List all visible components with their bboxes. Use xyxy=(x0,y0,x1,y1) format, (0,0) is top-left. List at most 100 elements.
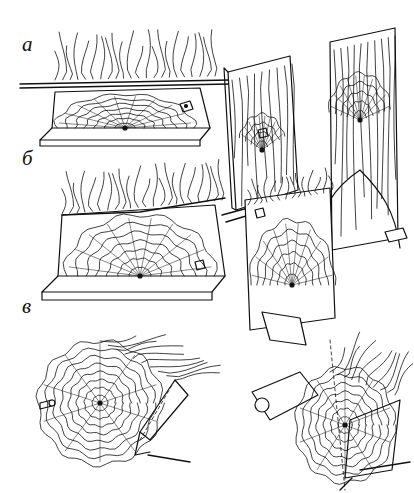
wood-fibre xyxy=(113,174,120,210)
medullary-ray xyxy=(140,267,211,276)
medullary-ray xyxy=(78,105,125,128)
wood-fibre xyxy=(324,168,327,193)
wood-fibre xyxy=(388,352,409,393)
wood-fibre xyxy=(173,31,178,77)
wood-fibre xyxy=(127,31,133,78)
wood-fibre xyxy=(108,173,112,210)
wood-fibre xyxy=(127,176,131,208)
wood-fibre xyxy=(101,37,105,79)
medullary-ray xyxy=(100,403,135,451)
medullary-ray xyxy=(262,118,270,150)
wood-fibre xyxy=(254,74,258,200)
wood-fibre xyxy=(290,177,295,198)
medullary-ray xyxy=(66,114,125,129)
wood-fibre xyxy=(285,66,288,175)
wood-fibre xyxy=(204,37,212,76)
medullary-ray xyxy=(140,224,173,276)
medullary-ray xyxy=(245,128,262,150)
wood-fibre xyxy=(180,163,185,203)
growth-ring xyxy=(250,218,336,285)
wood-fibre xyxy=(240,78,243,206)
wood-fibre xyxy=(150,361,204,367)
medullary-ray xyxy=(300,425,345,442)
growth-ring xyxy=(76,222,207,276)
growth-ring xyxy=(335,81,384,113)
medullary-ray xyxy=(256,257,292,285)
figure-letter: в xyxy=(22,296,31,317)
wood-fibre xyxy=(367,42,372,219)
wood-fibre xyxy=(330,348,345,372)
medullary-ray xyxy=(345,370,346,425)
wood-fibre xyxy=(366,351,392,385)
wood-fibre xyxy=(165,41,170,77)
wood-fibre xyxy=(388,38,390,215)
wood-fibre xyxy=(277,68,281,183)
wood-fibre xyxy=(175,373,219,380)
wood-fibre xyxy=(198,165,203,202)
wood-fibre xyxy=(373,353,396,388)
growth-ring xyxy=(84,108,166,128)
wood-fibre xyxy=(73,183,79,213)
medullary-ray xyxy=(100,385,156,403)
wood-fibre xyxy=(146,30,150,78)
medullary-ray xyxy=(140,235,191,276)
medullary-ray xyxy=(115,97,125,129)
medullary-ray xyxy=(345,425,346,480)
medullary-ray xyxy=(292,275,332,285)
wood-fibre xyxy=(269,70,275,191)
wood-fibre xyxy=(292,64,294,185)
medullary-ray xyxy=(292,241,321,285)
wood-fibre xyxy=(62,189,66,214)
wood-fibre xyxy=(55,51,59,80)
wood-fibre xyxy=(159,178,165,205)
wood-fibre xyxy=(59,32,67,80)
medullary-ray xyxy=(65,355,100,403)
pith xyxy=(260,148,264,152)
wood-fibre xyxy=(232,80,235,158)
slicing-block xyxy=(245,188,335,345)
medullary-ray xyxy=(100,403,156,421)
growth-ring xyxy=(246,122,280,141)
medullary-ray xyxy=(345,408,390,425)
growth-ring xyxy=(323,399,366,450)
wood-fibre xyxy=(97,172,104,211)
wood-fibre xyxy=(135,46,142,78)
wood-fibre xyxy=(106,38,113,79)
medullary-ray xyxy=(65,403,100,451)
wood-fibre xyxy=(248,190,251,205)
sawing-block xyxy=(20,80,230,146)
wood-fibre xyxy=(381,354,400,390)
wood-fibre xyxy=(264,178,267,202)
wood-fibre xyxy=(81,171,85,212)
growth-ring xyxy=(341,91,379,115)
wood-fibre xyxy=(308,170,313,195)
medullary-ray xyxy=(125,100,155,128)
growth-ring xyxy=(45,348,156,459)
wood-fibre xyxy=(211,167,219,201)
growth-ring xyxy=(295,367,396,485)
wood-fibre xyxy=(100,336,136,342)
wood-fibre xyxy=(153,164,157,206)
medullary-ray xyxy=(345,381,373,425)
growth-ring xyxy=(302,374,389,475)
wood-fibre xyxy=(375,41,378,209)
medullary-ray xyxy=(262,122,275,150)
wood-fibre xyxy=(142,358,200,363)
wood-fibre xyxy=(117,341,156,350)
wood-fibre xyxy=(394,36,396,179)
wood-fibre xyxy=(270,181,275,201)
medullary-ray xyxy=(345,425,390,442)
wood-fibre xyxy=(395,364,413,395)
medullary-ray xyxy=(300,408,345,425)
wood-fibre xyxy=(188,168,196,203)
wood-fibre xyxy=(158,363,207,374)
medullary-ray xyxy=(317,381,345,425)
medullary-ray xyxy=(360,86,380,120)
wood-fibre xyxy=(82,41,89,79)
medullary-ray xyxy=(89,235,140,276)
growth-ring xyxy=(63,214,217,276)
wood-fibre xyxy=(329,176,333,192)
wood-fibre xyxy=(381,39,384,199)
growth-ring xyxy=(263,240,321,285)
medullary-ray xyxy=(259,116,262,150)
